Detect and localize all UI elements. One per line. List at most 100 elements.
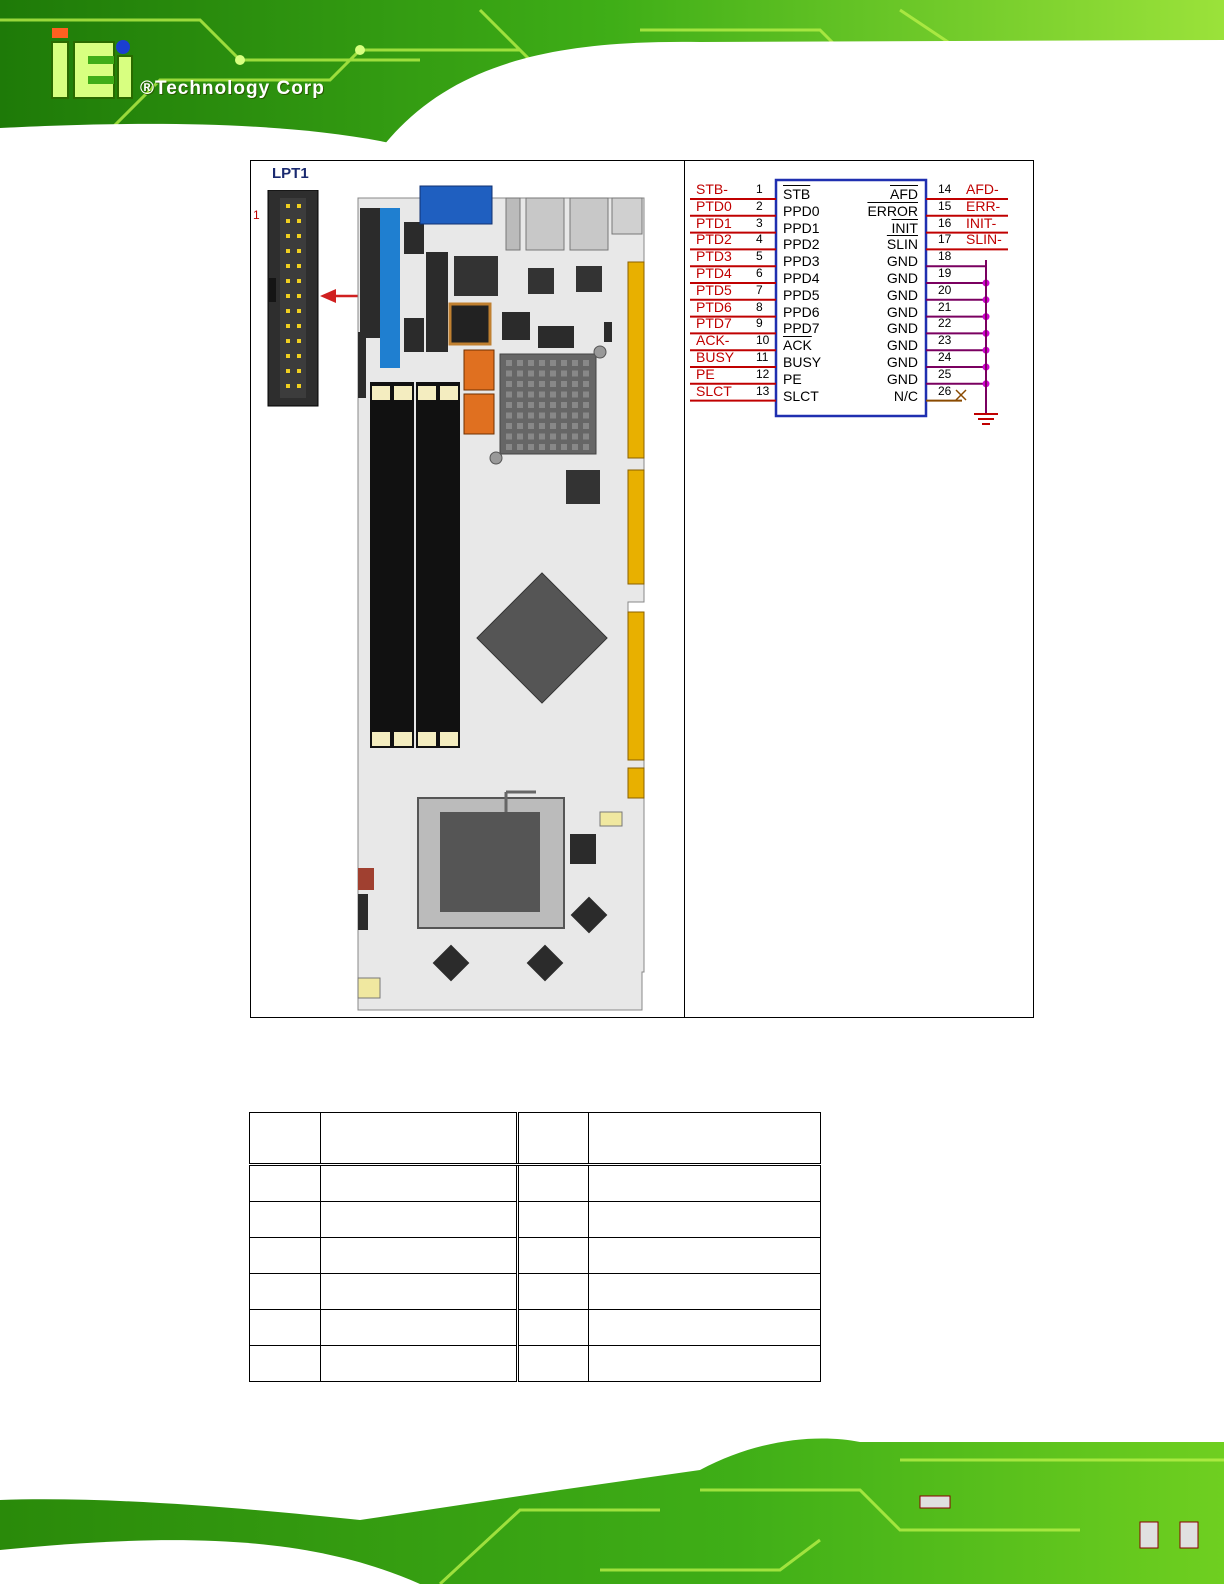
connector-pin: [286, 234, 290, 238]
heatsink-fin: [583, 370, 589, 377]
heatsink-fin: [506, 370, 512, 377]
footer-banner: [0, 1438, 1224, 1584]
heatsink-fin: [506, 360, 512, 366]
pin-name: N/C: [893, 387, 918, 404]
heatsink-fin: [550, 423, 556, 429]
heatsink-fin: [572, 412, 578, 419]
header-banner: [0, 0, 1224, 150]
pin-name: GND: [886, 286, 918, 303]
heatsink-fin: [561, 412, 567, 419]
heatsink-fin: [583, 412, 589, 419]
heatsink-fin: [539, 391, 545, 398]
pin-name: AFD: [890, 186, 918, 202]
heatsink-fin: [583, 444, 589, 450]
heatsink-fin: [539, 381, 545, 387]
heatsink-fin: [506, 402, 512, 408]
pin-number: 9: [756, 316, 763, 331]
connector-label: LPT1: [272, 165, 309, 182]
brand-tagline: ®Technology Corp: [140, 78, 325, 99]
heatsink-fin: [517, 391, 523, 398]
heatsink-fin: [528, 360, 534, 366]
connector-pin: [286, 309, 290, 313]
connector-pin: [297, 354, 301, 358]
heatsink-fin: [528, 412, 534, 419]
pin-number: 24: [938, 350, 952, 364]
pin-name: GND: [886, 253, 918, 270]
pin-name: PPD0: [783, 202, 820, 219]
heatsink-fin: [528, 444, 534, 450]
signal-label: BUSY: [696, 349, 735, 365]
heatsink-fin: [561, 423, 567, 429]
pin-number: 23: [938, 333, 952, 348]
connector-pin: [286, 249, 290, 253]
table-row: [249, 1273, 821, 1310]
heatsink-fin: [506, 381, 512, 387]
connector-pin: [286, 324, 290, 328]
heatsink-fin: [583, 381, 589, 387]
heatsink-fin: [550, 391, 556, 398]
signal-label: PTD7: [696, 315, 732, 332]
pin-number: 20: [938, 282, 952, 297]
heatsink-fin: [572, 370, 578, 377]
pin-number: 8: [756, 299, 763, 314]
signal-label: PTD4: [696, 265, 732, 281]
heatsink-fin: [517, 370, 523, 377]
connector-pin: [297, 249, 301, 253]
heatsink-fin: [517, 402, 523, 408]
connector-pin: [297, 369, 301, 373]
signal-label: INIT-: [966, 214, 997, 231]
pin-number: 26: [938, 383, 952, 398]
no-connect-icon: [955, 389, 967, 401]
connector-pin: [286, 204, 290, 208]
pin-number: 5: [756, 249, 763, 264]
pin-number: 17: [938, 232, 952, 247]
connector-pin: [297, 294, 301, 298]
pin-name: SLIN: [886, 236, 918, 253]
signal-label: ACK-: [696, 332, 730, 349]
pin-name: SLCT: [783, 387, 819, 404]
heatsink-fin: [550, 402, 556, 408]
pin-number: 10: [756, 333, 770, 348]
pin-number: 19: [938, 266, 952, 280]
signal-label: SLCT: [696, 382, 732, 399]
header-cell: [249, 1112, 321, 1166]
connector-pin: [286, 219, 290, 223]
table-row: [249, 1201, 821, 1238]
heatsink-fin: [561, 370, 567, 377]
table-row: [249, 1309, 821, 1346]
pin-name: STB: [783, 186, 811, 202]
heatsink-fin: [583, 402, 589, 408]
heatsink-fin: [528, 423, 534, 429]
signal-label: ERR-: [966, 197, 1001, 214]
pin-name: PPD7: [783, 320, 820, 337]
signal-label: SLIN-: [966, 231, 1002, 248]
pin-number: 22: [938, 316, 952, 331]
heatsink-fin: [517, 381, 523, 387]
connector-pin: [286, 279, 290, 283]
heatsink-fin: [561, 402, 567, 408]
connector-pin: [297, 384, 301, 388]
logo-icon: [51, 28, 133, 99]
heatsink-fin: [572, 381, 578, 387]
connector-pin: [297, 219, 301, 223]
heatsink-fin: [528, 370, 534, 377]
heatsink-fin: [539, 370, 545, 377]
connector-pin: [286, 369, 290, 373]
pin-number: 13: [756, 383, 770, 398]
header-cell: [319, 1112, 518, 1166]
connector-pin: [297, 234, 301, 238]
heatsink-fin: [539, 423, 545, 429]
pin-number: 3: [756, 215, 763, 230]
heatsink-fin: [572, 433, 578, 440]
signal-label: PTD2: [696, 231, 732, 248]
heatsink-fin: [550, 412, 556, 419]
heatsink-fin: [550, 381, 556, 387]
pin-number: 16: [938, 215, 952, 230]
heatsink-fin: [550, 433, 556, 440]
heatsink-fin: [506, 433, 512, 440]
pin-number: 25: [938, 366, 952, 381]
pin-number: 6: [756, 266, 763, 280]
signal-label: PTD0: [696, 197, 732, 214]
heatsink-fin: [506, 412, 512, 419]
heatsink-fin: [561, 391, 567, 398]
